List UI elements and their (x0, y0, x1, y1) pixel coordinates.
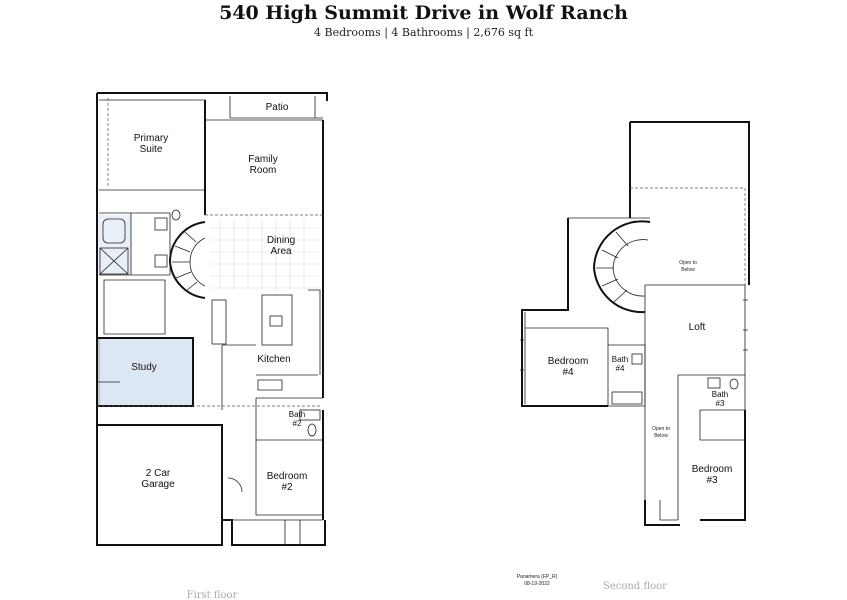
svg-text:2 Car: 2 Car (146, 468, 171, 479)
svg-text:Primary: Primary (134, 133, 168, 144)
first-floor-staircase (168, 221, 206, 299)
svg-text:Suite: Suite (140, 144, 163, 155)
first-floor-plan: Patio Primary Suite Family Room Dining A… (96, 92, 328, 600)
svg-text:Area: Area (270, 246, 292, 257)
page-subtitle: 4 Bedrooms | 4 Bathrooms | 2,676 sq ft (314, 26, 533, 39)
svg-text:Bedroom: Bedroom (692, 464, 733, 475)
svg-text:#4: #4 (562, 367, 574, 378)
first-floor-outer-wall (96, 92, 328, 546)
svg-text:Open to: Open to (679, 260, 697, 266)
second-floor-plan: Open to Below Loft Bedroom #4 Bath #4 Ba… (517, 121, 750, 592)
kitchen-island (261, 294, 293, 346)
svg-text:Family: Family (248, 154, 277, 165)
svg-text:Bedroom: Bedroom (267, 471, 308, 482)
second-floor-caption: Second floor (603, 581, 667, 592)
plan-stamp: Panamera (FP_R) (517, 574, 558, 580)
svg-text:Below: Below (654, 433, 668, 439)
svg-text:Patio: Patio (266, 102, 289, 113)
svg-text:Kitchen: Kitchen (257, 354, 290, 365)
svg-text:Room: Room (250, 165, 277, 176)
svg-text:Bath: Bath (612, 355, 628, 364)
svg-text:#2: #2 (281, 482, 293, 493)
svg-text:Bath: Bath (712, 390, 728, 399)
svg-text:Garage: Garage (141, 479, 175, 490)
svg-text:#3: #3 (706, 475, 718, 486)
dining-floor-grid (210, 218, 320, 290)
svg-text:#3: #3 (716, 399, 725, 408)
svg-text:08-19-2022: 08-19-2022 (524, 581, 550, 587)
first-floor-caption: First floor (187, 590, 238, 600)
study-highlight[interactable] (98, 337, 194, 407)
second-floor-staircase (592, 220, 651, 314)
page-title: 540 High Summit Drive in Wolf Ranch (219, 2, 628, 24)
svg-text:Bedroom: Bedroom (548, 356, 589, 367)
svg-text:Dining: Dining (267, 235, 295, 246)
svg-text:Below: Below (681, 267, 695, 273)
svg-text:Loft: Loft (689, 322, 706, 333)
svg-text:#2: #2 (293, 419, 302, 428)
study-label: Study (131, 362, 157, 373)
primary-bath-highlight (97, 215, 131, 275)
svg-text:#4: #4 (616, 364, 625, 373)
svg-text:Bath: Bath (289, 410, 305, 419)
svg-text:Open to: Open to (652, 426, 670, 432)
